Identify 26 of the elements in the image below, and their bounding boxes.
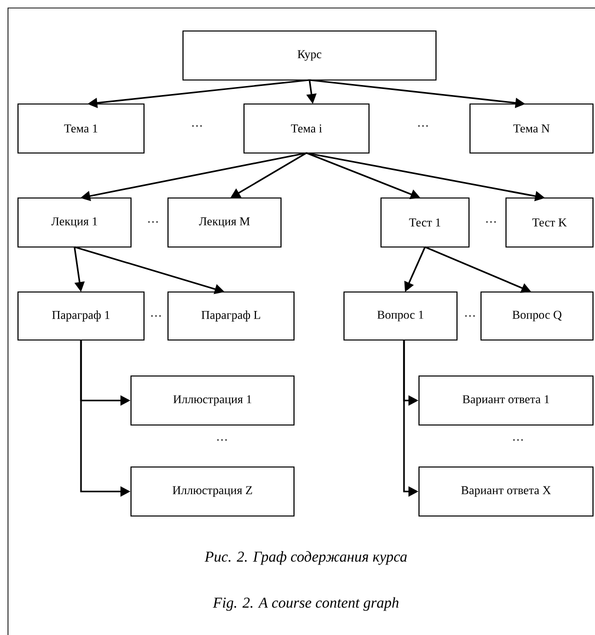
box: Тема 1 — [17, 103, 145, 154]
ellipsis: … — [151, 315, 161, 317]
box: Лекция M — [167, 197, 282, 248]
box: Вопрос Q — [480, 291, 594, 341]
ellipsis: … — [513, 439, 523, 441]
box: Тест 1 — [380, 197, 470, 248]
box: Параграф 1 — [17, 291, 145, 341]
ellipsis: … — [418, 125, 428, 127]
ellipsis: … — [192, 125, 202, 127]
caption: Fig. 2. A course content graph — [212, 597, 398, 611]
ellipsis: … — [148, 221, 158, 223]
box: Иллюстрация Z — [130, 466, 295, 517]
ellipsis: … — [465, 315, 475, 317]
box: Тема N — [469, 103, 594, 154]
box: Тема i — [243, 103, 370, 154]
box: Параграф L — [167, 291, 295, 341]
ellipsis: … — [217, 439, 227, 441]
box: Вопрос 1 — [343, 291, 458, 341]
box: Тест K — [505, 197, 594, 248]
box: Вариант ответа 1 — [418, 375, 594, 426]
box: Иллюстрация 1 — [130, 375, 295, 426]
box: Курс — [182, 30, 437, 81]
box: Лекция 1 — [17, 197, 132, 248]
ellipsis: … — [486, 221, 496, 223]
box: Вариант ответа X — [418, 466, 594, 517]
caption: Рис. 2. Граф содержания курса — [204, 551, 407, 565]
